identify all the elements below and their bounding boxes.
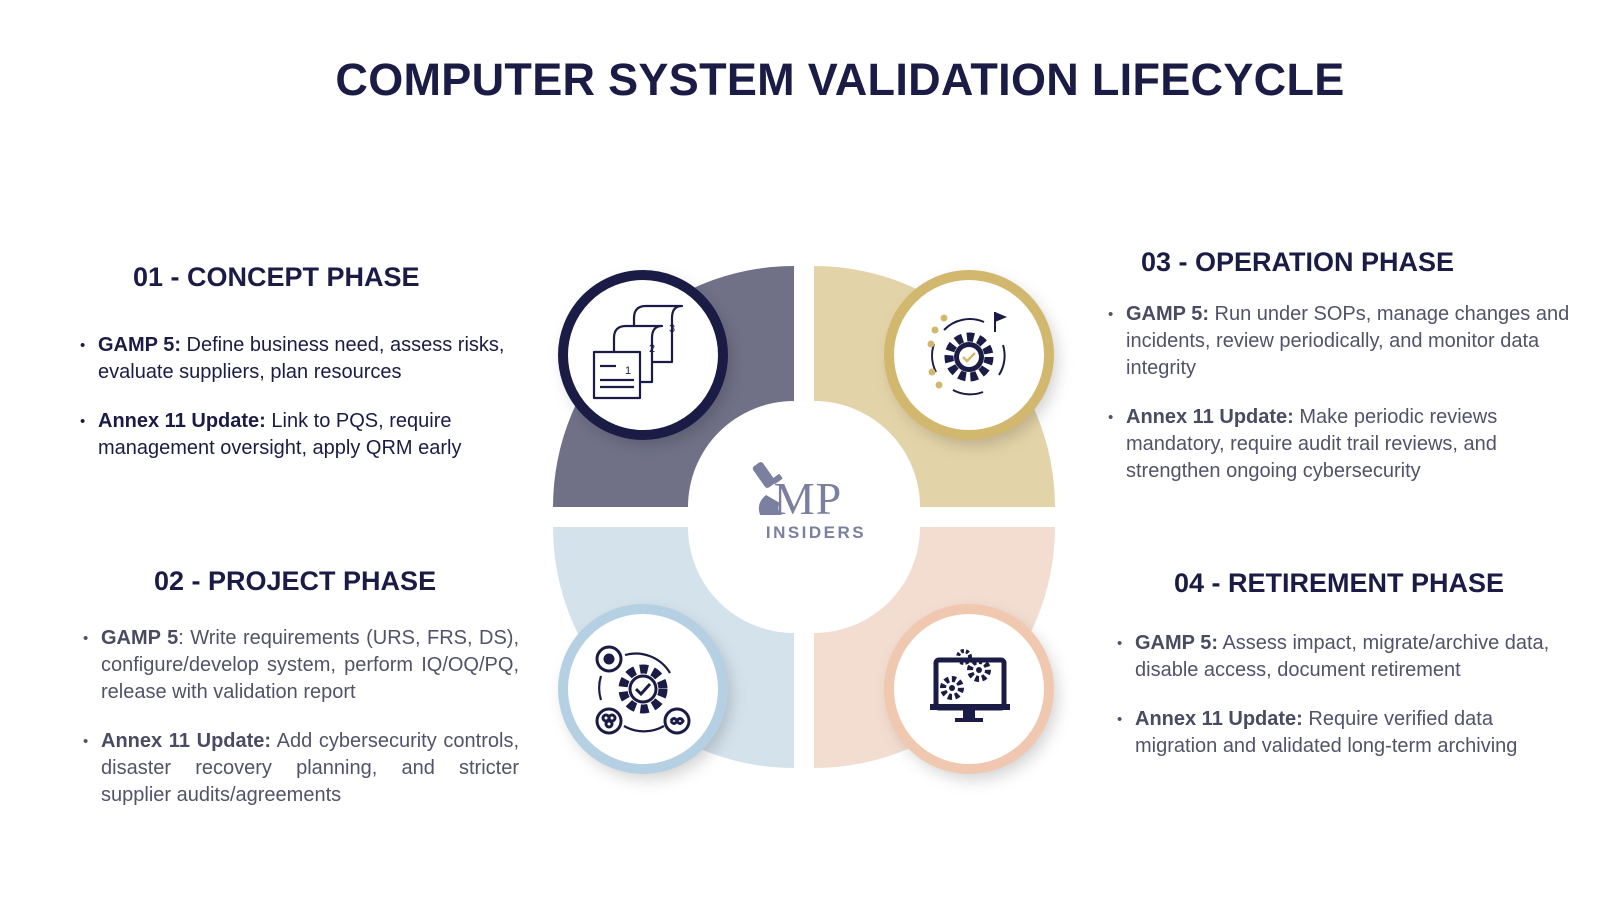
list-item: Annex 11 Update: Link to PQS, require ma… <box>80 408 538 462</box>
retirement-phase-title: 04 - RETIREMENT PHASE <box>1174 568 1505 598</box>
retirement-badge <box>884 604 1054 774</box>
bullet-label: Annex 11 Update: <box>101 730 272 752</box>
project-badge <box>558 604 728 774</box>
page-title: COMPUTER SYSTEM VALIDATION LIFECYCLE <box>335 54 1345 105</box>
bullet-text: : Write requirements (URS, FRS, DS), con… <box>101 627 520 703</box>
monitor-gears-icon <box>930 649 1010 722</box>
list-item: Annex 11 Update: Make periodic reviews m… <box>1108 404 1578 485</box>
gmp-insiders-logo: MP INSIDERS <box>752 462 866 542</box>
bullet-text: Add cybersecurity controls, disaster rec… <box>101 730 519 806</box>
list-item: Annex 11 Update: Add cybersecurity contr… <box>83 728 519 809</box>
bullet-text: Assess impact, migrate/archive data, dis… <box>1135 632 1550 681</box>
svg-text:MP: MP <box>774 473 842 524</box>
bullet-label: Annex 11 Update: <box>1126 406 1294 428</box>
gear-check-flag-icon <box>927 312 1007 396</box>
bullet-label: GAMP 5 <box>101 627 179 649</box>
bullet-label: GAMP 5: <box>98 334 181 356</box>
bullet-label: GAMP 5: <box>1135 632 1218 654</box>
project-phase-title: 02 - PROJECT PHASE <box>154 566 437 596</box>
stacked-documents-icon: 3 2 1 <box>592 304 684 400</box>
bullet-text: Run under SOPs, manage changes and incid… <box>1126 303 1570 379</box>
svg-text:1: 1 <box>625 365 631 377</box>
bullet-label: Annex 11 Update: <box>98 410 266 432</box>
bullet-text: Require verified data migration and vali… <box>1135 708 1518 757</box>
retirement-bullet-list: GAMP 5: Assess impact, migrate/archive d… <box>1117 630 1577 782</box>
svg-text:3: 3 <box>669 323 675 335</box>
svg-text:2: 2 <box>649 343 655 355</box>
list-item: Annex 11 Update: Require verified data m… <box>1117 706 1577 760</box>
concept-phase-title: 01 - CONCEPT PHASE <box>133 262 420 292</box>
list-item: GAMP 5: Write requirements (URS, FRS, DS… <box>83 625 519 706</box>
list-item: GAMP 5: Assess impact, migrate/archive d… <box>1117 630 1577 684</box>
list-item: GAMP 5: Define business need, assess ris… <box>80 332 538 386</box>
concept-bullet-list: GAMP 5: Define business need, assess ris… <box>80 332 538 484</box>
operation-bullet-list: GAMP 5: Run under SOPs, manage changes a… <box>1108 301 1578 507</box>
bullet-label: Annex 11 Update: <box>1135 708 1303 730</box>
gear-cycle-icon <box>595 645 691 735</box>
svg-text:INSIDERS: INSIDERS <box>766 523 866 542</box>
operation-phase-title: 03 - OPERATION PHASE <box>1141 247 1455 277</box>
bullet-label: GAMP 5: <box>1126 303 1209 325</box>
bullet-text: Define business need, assess risks, eval… <box>98 334 505 383</box>
project-bullet-list: GAMP 5: Write requirements (URS, FRS, DS… <box>83 625 519 831</box>
bullet-text: Link to PQS, require management oversigh… <box>98 410 462 459</box>
bullet-text: Make periodic reviews mandatory, require… <box>1126 406 1498 482</box>
list-item: GAMP 5: Run under SOPs, manage changes a… <box>1108 301 1578 382</box>
